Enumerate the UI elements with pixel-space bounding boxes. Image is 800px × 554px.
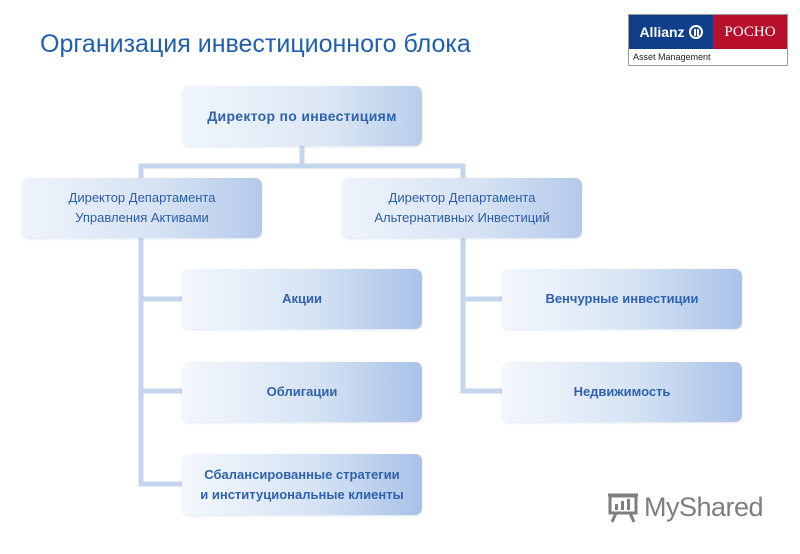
company-logo: Allianz РОСНО Asset Management bbox=[628, 14, 788, 66]
rosno-logo: РОСНО bbox=[713, 15, 787, 49]
node-equities: Акции bbox=[182, 269, 422, 329]
node-bonds: Облигации bbox=[182, 362, 422, 422]
allianz-wordmark: Allianz bbox=[639, 24, 685, 40]
watermark: MyShared bbox=[606, 490, 764, 524]
node-balanced-strategies: Сбалансированные стратегии и институцион… bbox=[182, 454, 422, 515]
node-dept-asset-management: Директор Департамента Управления Активам… bbox=[22, 178, 262, 238]
node-dept-alternative-investments: Директор Департамента Альтернативных Инв… bbox=[342, 178, 582, 238]
page-title: Организация инвестиционного блока bbox=[40, 30, 471, 58]
logo-subtitle: Asset Management bbox=[633, 52, 711, 62]
node-real-estate: Недвижимость bbox=[502, 362, 742, 422]
allianz-eagle-icon bbox=[688, 25, 703, 39]
watermark-text: MyShared bbox=[644, 491, 764, 522]
allianz-logo: Allianz bbox=[629, 15, 713, 49]
presentation-board-icon bbox=[608, 493, 638, 523]
node-venture-investments: Венчурные инвестиции bbox=[502, 269, 742, 329]
node-investment-director: Директор по инвестициям bbox=[182, 86, 422, 146]
